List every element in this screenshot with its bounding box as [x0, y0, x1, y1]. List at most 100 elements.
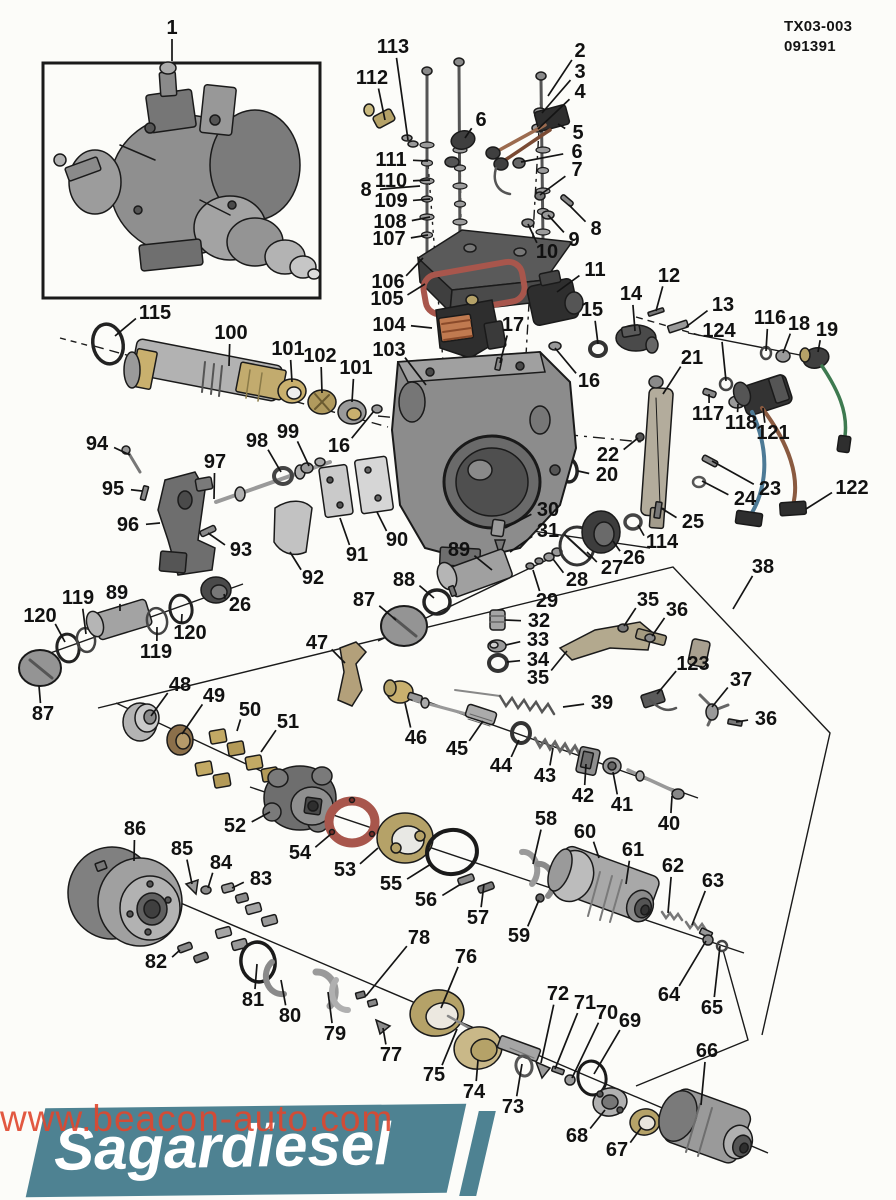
callout-30: 30: [504, 499, 559, 529]
part-shape: [547, 848, 573, 892]
callout-leader-line: [817, 340, 822, 353]
callout-label: 27: [601, 557, 623, 579]
callout-109: 109: [374, 190, 431, 212]
callout-77: 77: [380, 1027, 402, 1066]
callout-27: 27: [586, 551, 623, 579]
callout-label: 32: [528, 610, 550, 632]
callout-leader-line: [667, 876, 672, 914]
callout-label: 56: [415, 889, 437, 911]
part-shape: [354, 455, 394, 515]
callout-88: 88: [393, 569, 435, 599]
part-shape: [450, 130, 476, 150]
part-shape: [685, 1103, 701, 1153]
callout-34: 34: [506, 649, 550, 671]
callout-label: 3: [574, 61, 585, 83]
callout-label: 8: [360, 179, 371, 201]
callout-leader-line: [468, 720, 484, 742]
callout-label: 60: [574, 821, 596, 843]
part-shape: [467, 718, 491, 727]
callout-label: 7: [571, 159, 582, 181]
part-shape: [210, 584, 228, 600]
callout-96: 96: [117, 514, 161, 536]
callout-leader-line: [441, 883, 462, 897]
part-shape: [653, 501, 663, 519]
callout-label: 34: [527, 649, 550, 671]
callout-87: 87: [353, 589, 397, 621]
callout-label: 110: [375, 170, 407, 192]
part-shape: [515, 361, 525, 371]
callout-leader-line: [509, 535, 533, 553]
callout-42: 42: [572, 763, 594, 807]
callout-40: 40: [658, 795, 680, 835]
callout-82: 82: [145, 949, 181, 973]
callout-90: 90: [376, 511, 408, 551]
callout-17: 17: [499, 314, 524, 364]
callout-label: 16: [328, 435, 350, 457]
part-shape: [444, 156, 460, 168]
washer-stack: [452, 218, 468, 226]
part-shape: [346, 407, 362, 421]
callout-leader-line: [54, 623, 66, 643]
callout-leader-line: [586, 551, 598, 563]
callout-leader-line: [410, 234, 429, 239]
callout-label: 87: [353, 589, 375, 611]
part-shape: [53, 153, 67, 167]
callout-label: 39: [591, 692, 613, 714]
callout-leader-line: [378, 605, 397, 621]
callout-28: 28: [552, 558, 588, 591]
callout-label: 19: [816, 319, 838, 341]
part-shape: [607, 761, 617, 771]
part-shape: [311, 766, 333, 786]
callout-leader-line: [651, 617, 666, 637]
callout-label: 120: [23, 605, 56, 627]
callout-leader-line: [510, 739, 520, 758]
callout-49: 49: [181, 685, 225, 735]
part-shape: [425, 367, 435, 377]
callout-label: 119: [140, 641, 172, 663]
part-shape: [363, 103, 375, 117]
callout-label: 118: [725, 412, 757, 434]
callout-19: 19: [816, 319, 838, 353]
callout-12: 12: [655, 265, 680, 312]
part-shape: [727, 718, 743, 727]
callout-119: 119: [62, 587, 94, 635]
callout-104: 104: [372, 314, 433, 336]
part-shape: [126, 910, 134, 918]
part-shape: [244, 754, 264, 771]
part-shape: [638, 1115, 656, 1131]
callout-leader-line: [537, 98, 571, 130]
callout-leader-line: [623, 607, 637, 627]
part-shape: [509, 1047, 535, 1059]
callout-leader-line: [593, 1029, 621, 1075]
callout-81: 81: [242, 963, 264, 1011]
part-shape: [601, 1094, 619, 1110]
callout-106: 106: [371, 257, 424, 293]
part-shape: [483, 320, 507, 350]
callout-80: 80: [279, 979, 301, 1027]
callout-leader-line: [475, 1059, 479, 1082]
part-shape: [529, 405, 551, 435]
callout-105: 105: [370, 283, 426, 310]
part-shape: [396, 351, 546, 383]
callout-55: 55: [380, 863, 432, 895]
callout-leader-line: [377, 88, 386, 121]
callout-leader-line: [713, 945, 721, 998]
callout-label: 10: [536, 241, 558, 263]
part-shape: [648, 698, 678, 712]
callout-label: 72: [547, 983, 569, 1005]
part-shape: [617, 623, 629, 633]
callout-26: 26: [612, 540, 645, 569]
callout-leader-line: [113, 446, 131, 456]
part-shape: [145, 606, 169, 636]
part-shape: [645, 336, 659, 354]
part-shape: [510, 721, 532, 745]
callout-38: 38: [732, 556, 774, 610]
callout-leader-line: [711, 460, 755, 485]
callout-108: 108: [373, 211, 431, 233]
part-shape: [374, 494, 382, 502]
part-shape: [687, 638, 711, 668]
callout-leader-line: [181, 703, 204, 735]
part-shape: [209, 114, 221, 126]
callout-leader-line: [327, 991, 333, 1024]
